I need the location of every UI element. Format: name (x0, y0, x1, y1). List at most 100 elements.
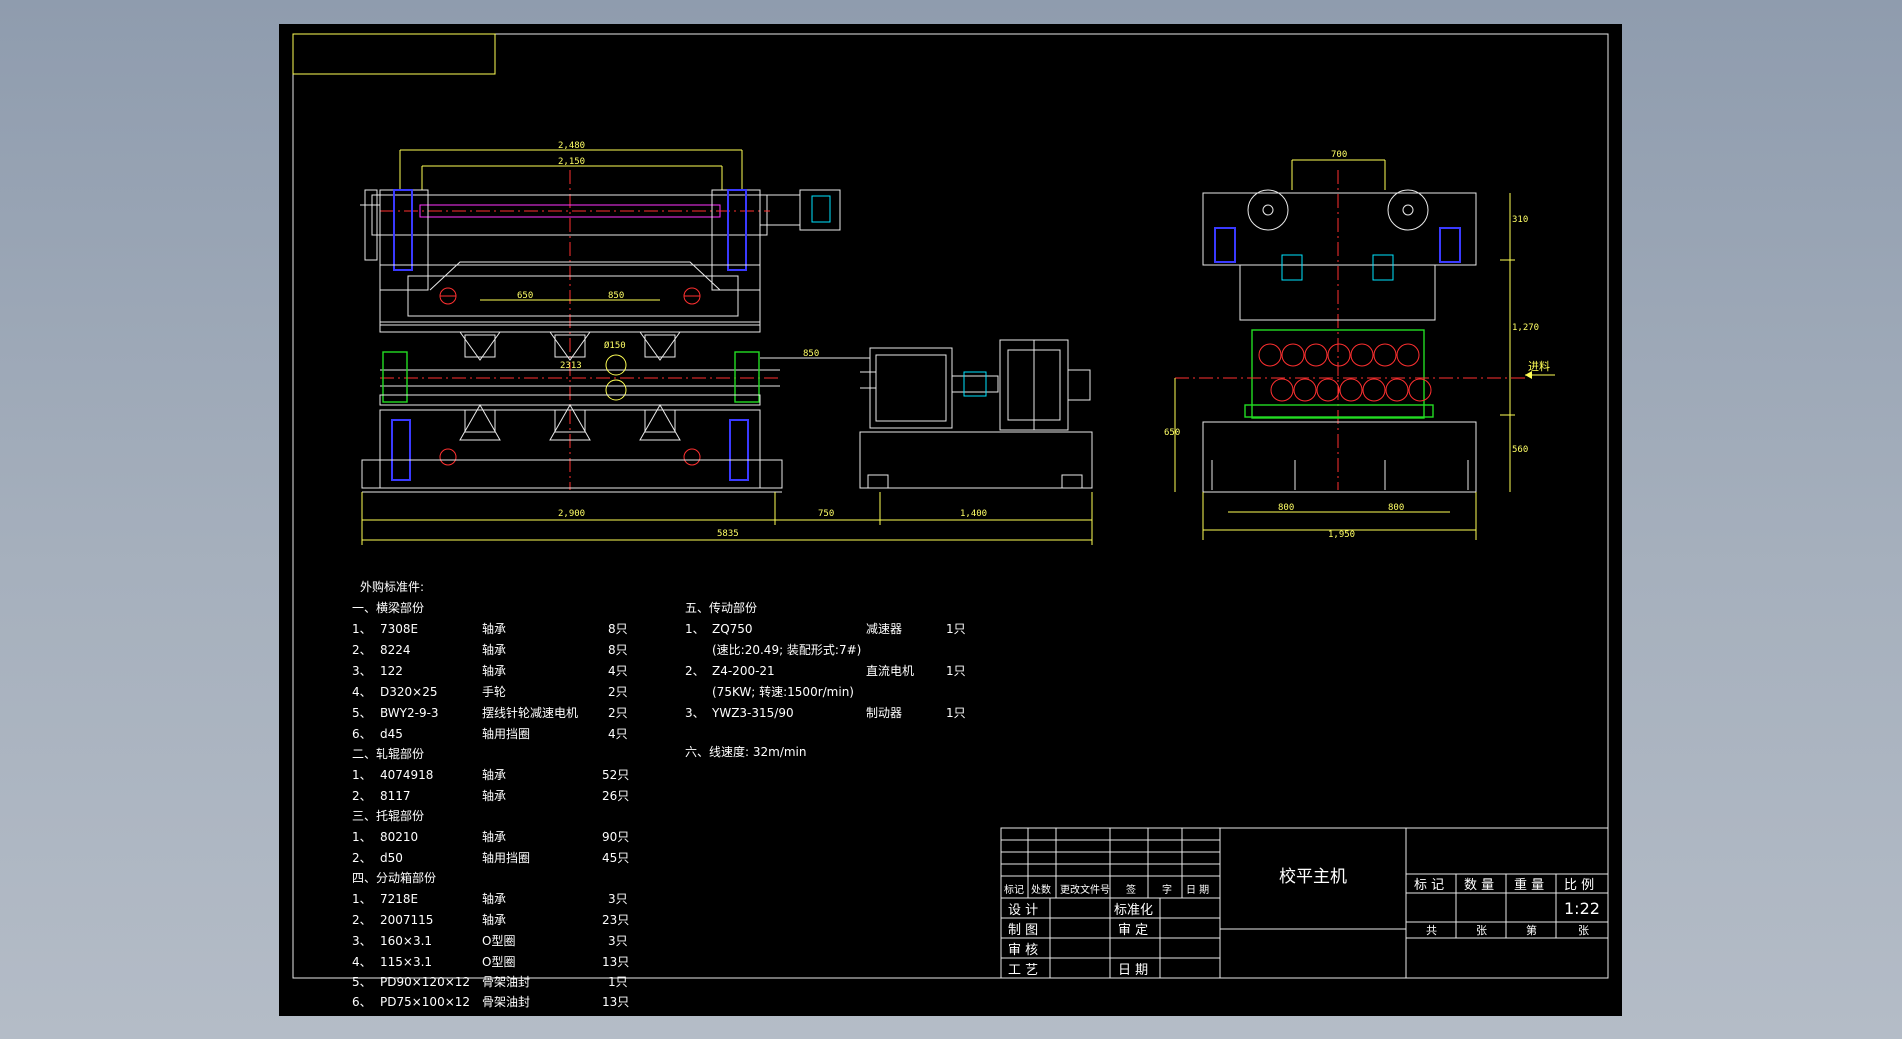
drawing-name: 校平主机 (1279, 867, 1347, 887)
svg-text:7218E: 7218E (380, 892, 418, 906)
svg-text:4、: 4、 (352, 955, 372, 969)
svg-text:d45: d45 (380, 727, 403, 741)
svg-text:轴承: 轴承 (482, 621, 506, 636)
dim-750: 750 (818, 509, 834, 519)
dim-2150: 2,150 (558, 157, 585, 167)
svg-text:O型圈: O型圈 (482, 934, 515, 948)
svg-text:d50: d50 (380, 851, 403, 865)
inner-border (292, 33, 1609, 979)
svg-text:1、: 1、 (352, 768, 372, 782)
svg-text:90只: 90只 (602, 830, 629, 844)
svg-text:轴承: 轴承 (482, 663, 506, 678)
svg-text:26只: 26只 (602, 789, 629, 803)
notes-header: 外购标准件: (360, 579, 424, 594)
svg-text:5、: 5、 (352, 975, 372, 989)
section-title: 二、轧辊部份 (352, 746, 424, 761)
scale-value: 1:22 (1564, 899, 1600, 918)
svg-text:摆线针轮减速电机: 摆线针轮减速电机 (482, 705, 578, 720)
dim-850-shaft: 850 (803, 349, 819, 359)
svg-text:轴用挡圈: 轴用挡圈 (482, 850, 530, 865)
svg-text:115×3.1: 115×3.1 (380, 955, 432, 969)
feed-label: 进料 (1528, 359, 1550, 373)
svg-text:4只: 4只 (608, 727, 628, 741)
front-view (360, 149, 1093, 545)
role-draft: 制 图 (1008, 923, 1038, 938)
role-review: 审 核 (1008, 943, 1038, 958)
section-title: 五、传动部份 (685, 600, 757, 615)
role-standard: 标准化 (1114, 903, 1153, 918)
rev-header: 更改文件号 (1060, 883, 1110, 896)
svg-text:2、: 2、 (352, 851, 372, 865)
side-dim-800-b: 800 (1388, 503, 1404, 513)
svg-text:4074918: 4074918 (380, 768, 433, 782)
section-title: 四、分动箱部份 (352, 870, 436, 885)
handwheel-right-icon (1387, 189, 1429, 231)
svg-text:45只: 45只 (602, 851, 629, 865)
dim-650: 650 (517, 291, 533, 301)
svg-text:8117: 8117 (380, 789, 411, 803)
attr-qty: 数 量 (1464, 878, 1494, 893)
svg-text:2只: 2只 (608, 706, 628, 720)
side-dim-310: 310 (1512, 215, 1528, 225)
svg-text:1、: 1、 (352, 830, 372, 844)
side-dim-800-a: 800 (1278, 503, 1294, 513)
svg-text:6、: 6、 (352, 727, 372, 741)
rev-header: 日 期 (1186, 884, 1209, 896)
section-title: 一、横梁部份 (352, 600, 424, 615)
dim-5835: 5835 (717, 529, 739, 539)
side-dim-1950: 1,950 (1328, 530, 1355, 540)
svg-text:1、: 1、 (352, 892, 372, 906)
svg-text:轴承: 轴承 (482, 642, 506, 657)
svg-text:(速比:20.49; 装配形式:7#): (速比:20.49; 装配形式:7#) (712, 643, 861, 657)
svg-text:PD90×120×12: PD90×120×12 (380, 975, 470, 989)
svg-text:8只: 8只 (608, 643, 628, 657)
svg-text:轴承: 轴承 (482, 788, 506, 803)
attr-mark: 标 记 (1414, 878, 1444, 893)
side-view (1174, 159, 1555, 540)
side-dim-700: 700 (1331, 150, 1347, 160)
svg-text:3、: 3、 (352, 934, 372, 948)
svg-text:3只: 3只 (608, 934, 628, 948)
svg-text:3、: 3、 (685, 706, 705, 720)
svg-text:PD75×100×12: PD75×100×12 (380, 995, 470, 1009)
svg-text:1只: 1只 (608, 975, 628, 989)
svg-text:轴用挡圈: 轴用挡圈 (482, 726, 530, 741)
svg-text:骨架油封: 骨架油封 (482, 975, 530, 989)
svg-text:轴承: 轴承 (482, 767, 506, 782)
svg-text:4、: 4、 (352, 685, 372, 699)
rev-header: 标记 (1004, 884, 1024, 896)
svg-text:直流电机: 直流电机 (866, 664, 914, 678)
svg-text:BWY2-9-3: BWY2-9-3 (380, 706, 439, 720)
svg-text:2、: 2、 (685, 664, 705, 678)
svg-text:1只: 1只 (946, 622, 966, 636)
title-block (1000, 827, 1609, 979)
svg-text:手轮: 手轮 (482, 685, 506, 699)
dim-phi150: Ø150 (604, 340, 626, 351)
svg-text:D320×25: D320×25 (380, 685, 437, 699)
svg-text:1、: 1、 (685, 622, 705, 636)
svg-text:1只: 1只 (946, 706, 966, 720)
side-dim-1270: 1,270 (1512, 323, 1539, 333)
svg-text:122: 122 (380, 664, 403, 678)
svg-text:骨架油封: 骨架油封 (482, 995, 530, 1009)
svg-text:23只: 23只 (602, 913, 629, 927)
svg-text:2只: 2只 (608, 685, 628, 699)
side-dim-650: 650 (1164, 428, 1180, 438)
svg-text:3、: 3、 (352, 664, 372, 678)
line-speed: 六、线速度: 32m/min (685, 744, 807, 759)
attr-scale: 比 例 (1564, 878, 1594, 893)
dim-1400: 1,400 (960, 509, 987, 519)
svg-text:8224: 8224 (380, 643, 411, 657)
dim-850: 850 (608, 291, 624, 301)
svg-text:2、: 2、 (352, 789, 372, 803)
role-approve: 审 定 (1118, 923, 1148, 938)
sheet-total: 共 (1426, 924, 1437, 937)
svg-text:2、: 2、 (352, 913, 372, 927)
sheet-no-unit: 张 (1578, 924, 1589, 937)
svg-text:52只: 52只 (602, 768, 629, 782)
svg-text:6、: 6、 (352, 995, 372, 1009)
svg-text:8只: 8只 (608, 622, 628, 636)
svg-text:O型圈: O型圈 (482, 955, 515, 969)
svg-text:1只: 1只 (946, 664, 966, 678)
